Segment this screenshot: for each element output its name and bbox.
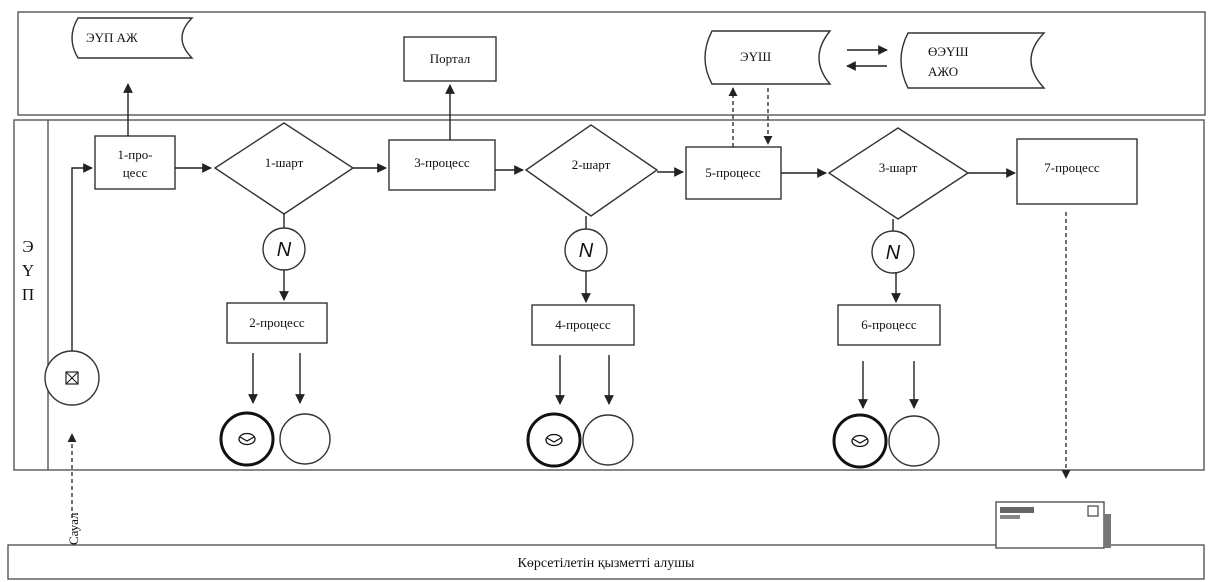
svg-text:N: N bbox=[277, 239, 292, 261]
process-2: 2-процесс bbox=[226, 302, 328, 344]
result-document-icon bbox=[995, 501, 1111, 549]
end-event-icon bbox=[279, 413, 331, 465]
svg-text:ЭҮП АЖ: ЭҮП АЖ bbox=[86, 30, 138, 45]
condition-1: 1-шарт bbox=[213, 122, 355, 215]
process-5: 5-процесс bbox=[685, 146, 782, 200]
process-3: 3-процесс bbox=[388, 139, 496, 191]
svg-text:ЭҮШ: ЭҮШ bbox=[740, 49, 771, 64]
main-lane bbox=[13, 119, 1205, 471]
lane-letter-3: П bbox=[22, 285, 34, 304]
systems-lane bbox=[17, 11, 1206, 116]
svg-text:3-процесс: 3-процесс bbox=[414, 155, 470, 170]
svg-text:N: N bbox=[886, 242, 901, 264]
svg-text:ӨЭҮШ: ӨЭҮШ bbox=[928, 44, 968, 59]
oeush-storage: ӨЭҮШ АЖО bbox=[900, 32, 1046, 89]
no-connector-3: N bbox=[871, 230, 915, 274]
svg-text:Портал: Портал bbox=[430, 51, 471, 66]
svg-text:N: N bbox=[579, 240, 594, 262]
message-end-icon bbox=[219, 411, 275, 467]
condition-3: 3-шарт bbox=[827, 127, 970, 220]
svg-text:АЖО: АЖО bbox=[928, 64, 958, 79]
lane-letter-1: Э bbox=[22, 237, 33, 256]
start-event-icon bbox=[44, 350, 100, 406]
message-end-icon bbox=[526, 412, 582, 468]
start-to-p1-flow bbox=[71, 163, 93, 351]
svg-text:2-шарт: 2-шарт bbox=[572, 157, 611, 172]
process-6: 6-процесс bbox=[837, 304, 941, 346]
process-7: 7-процесс bbox=[1016, 138, 1138, 205]
process-4: 4-процесс bbox=[531, 304, 635, 346]
envelope-icon bbox=[238, 432, 256, 446]
no-connector-1: N bbox=[262, 227, 306, 271]
process-1: 1-про- цесс bbox=[94, 135, 176, 190]
svg-text:4-процесс: 4-процесс bbox=[555, 317, 611, 332]
svg-text:1-про-: 1-про- bbox=[117, 147, 152, 162]
svg-text:5-процесс: 5-процесс bbox=[705, 165, 761, 180]
svg-text:3-шарт: 3-шарт bbox=[879, 160, 918, 175]
condition-2: 2-шарт bbox=[524, 124, 659, 217]
envelope-icon bbox=[851, 434, 869, 448]
portal-box: Портал bbox=[403, 36, 497, 82]
receiver-lane bbox=[7, 544, 1205, 580]
svg-text:7-процесс: 7-процесс bbox=[1044, 160, 1100, 175]
svg-text:6-процесс: 6-процесс bbox=[861, 317, 917, 332]
envelope-icon bbox=[545, 433, 563, 447]
eup-azh-storage: ЭҮП АЖ bbox=[71, 17, 194, 59]
request-label: Сауал bbox=[66, 512, 81, 545]
svg-text:1-шарт: 1-шарт bbox=[265, 155, 304, 170]
end-event-icon bbox=[582, 414, 634, 466]
svg-text:цесс: цесс bbox=[123, 165, 148, 180]
end-event-icon bbox=[888, 415, 940, 467]
svg-text:2-процесс: 2-процесс bbox=[249, 315, 305, 330]
no-connector-2: N bbox=[564, 228, 608, 272]
receiver-label: Көрсетілетін қызметті алушы bbox=[518, 556, 695, 571]
lane-letter-2: Ү bbox=[22, 261, 34, 280]
eush-storage: ЭҮШ bbox=[704, 30, 832, 85]
message-end-icon bbox=[832, 413, 888, 469]
